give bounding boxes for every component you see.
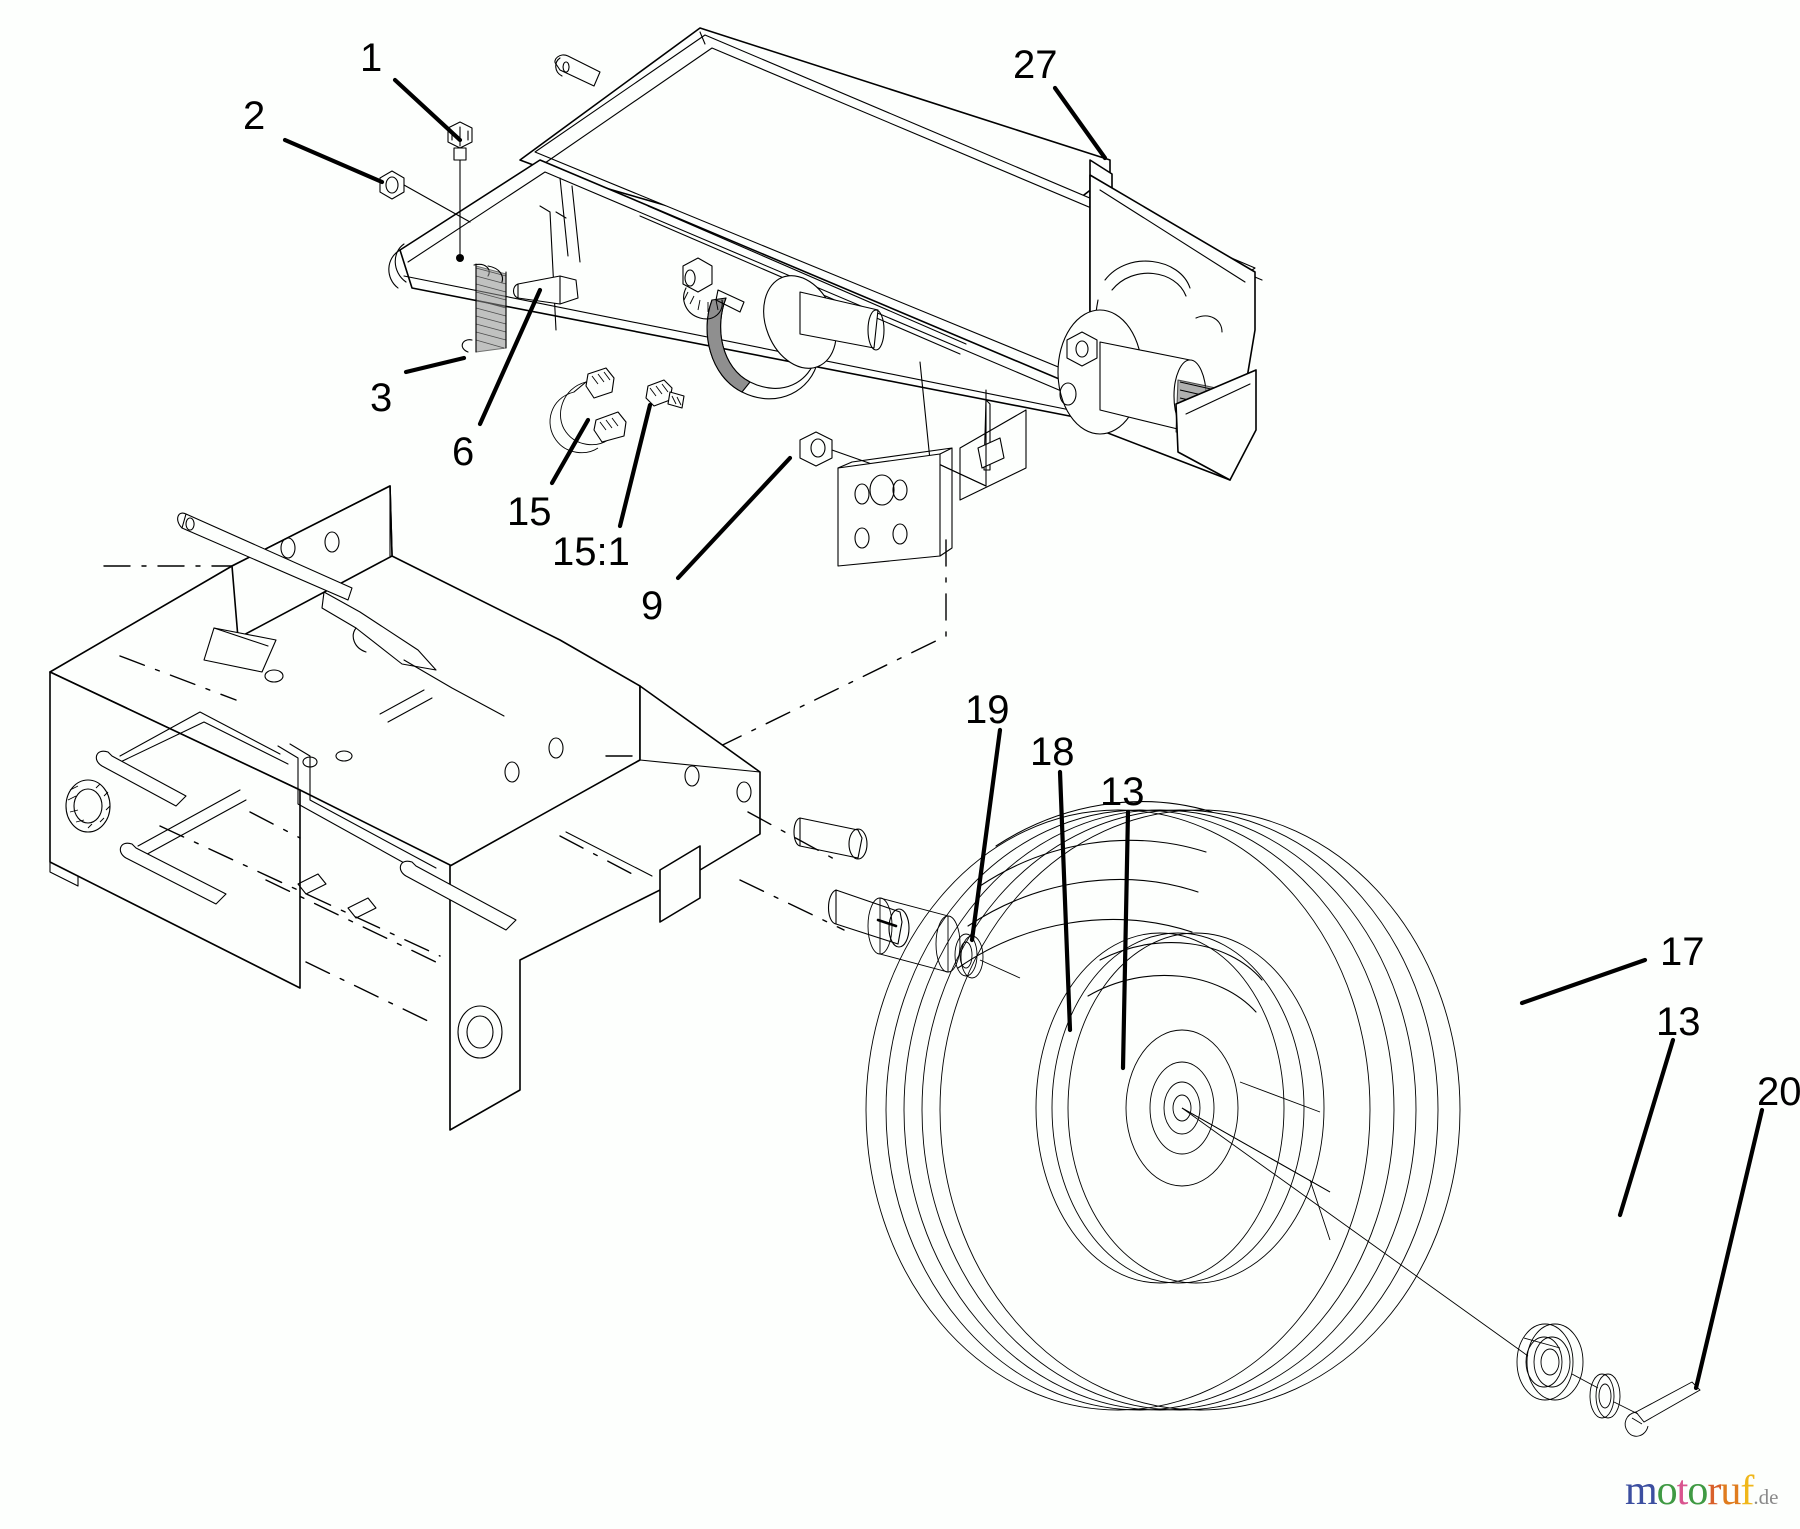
leader-line-18 [1057,769,1073,1033]
callout-label-15[interactable]: 15 [507,490,552,534]
leader-line-9 [675,455,793,581]
leader-line-3 [403,355,467,375]
frame-chassis [49,485,761,1131]
watermark-letter-5: u [1720,1468,1741,1514]
callout-label-13[interactable]: 13 [1100,770,1145,814]
watermark-letter-2: t [1676,1468,1689,1514]
leader-line-17 [1519,957,1648,1006]
callout-label-20[interactable]: 20 [1757,1070,1800,1114]
leader-line-13b [1617,1037,1676,1218]
extension-spring [461,263,507,353]
leader-line-15 [549,417,591,486]
watermark-letter-4: r [1707,1468,1721,1514]
callout-label-9[interactable]: 9 [641,584,664,628]
callout-label-18[interactable]: 18 [1030,730,1075,774]
callout-label-3[interactable]: 3 [370,376,393,420]
callout-label-15:1[interactable]: 15:1 [552,530,630,574]
callout-label-1[interactable]: 1 [360,36,383,80]
watermark-letter-6: f [1740,1468,1754,1514]
watermark-letter-3: o [1687,1468,1708,1514]
watermark-letter-1: o [1656,1468,1678,1514]
callout-label-13b[interactable]: 13 [1656,1000,1701,1044]
callout-label-6[interactable]: 6 [452,430,475,474]
leader-line-2 [282,137,385,185]
leader-line-1 [392,77,463,143]
leader-line-13 [1120,809,1131,1071]
callout-label-2[interactable]: 2 [243,94,266,138]
leader-line-20 [1693,1107,1765,1391]
watermark-letter-0: m [1625,1468,1658,1514]
watermark-suffix: .de [1753,1485,1779,1509]
leader-line-15:1 [617,402,653,529]
leader-line-27 [1052,85,1108,161]
deck-housing [388,27,1263,501]
leader-line-6 [477,287,543,427]
axle-assembly [739,811,1021,979]
callout-label-27[interactable]: 27 [1013,43,1058,87]
hose-clamp-group [549,367,685,454]
wheel-tire [865,801,1461,1411]
bearing-cotter-group [1181,1107,1701,1437]
mounting-bracket-group [659,431,953,757]
callout-label-19[interactable]: 19 [965,688,1010,732]
leader-line-19 [969,727,1003,943]
callout-label-17[interactable]: 17 [1660,930,1705,974]
motoruf-watermark: motoruf.de [1625,1470,1778,1512]
callout-leaders [282,77,1765,1391]
